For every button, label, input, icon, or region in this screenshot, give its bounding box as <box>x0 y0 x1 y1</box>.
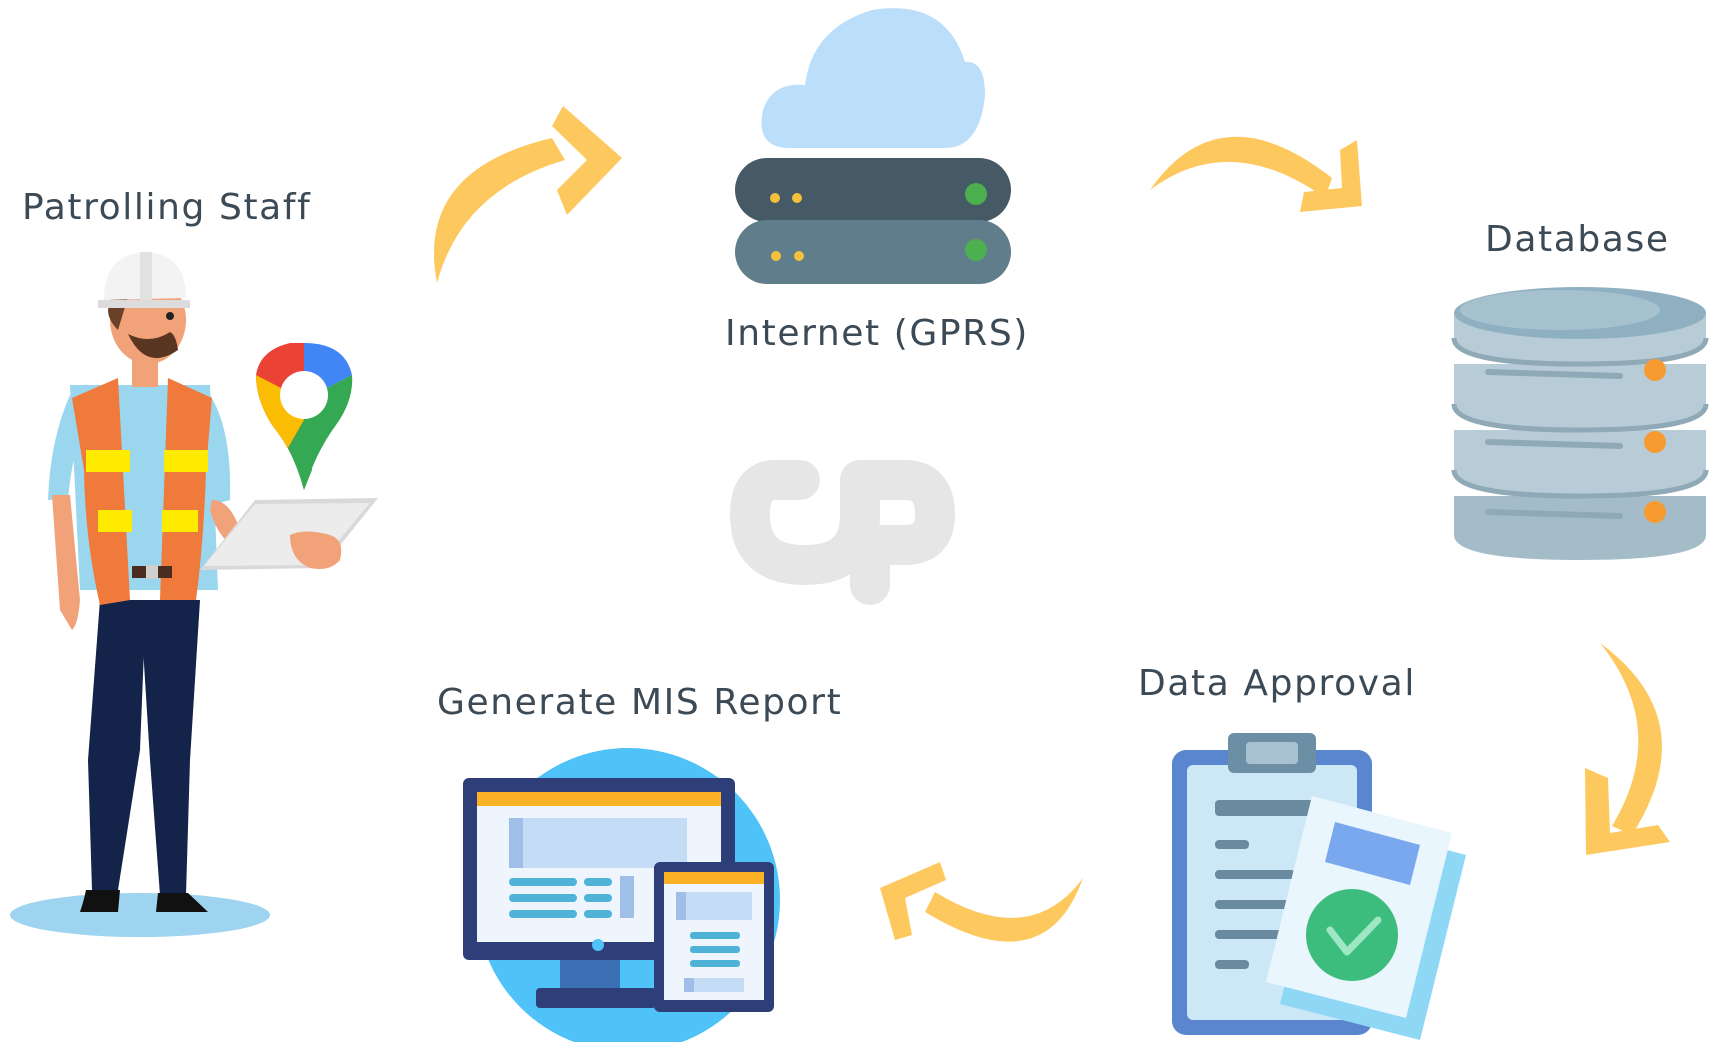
label-patrolling-staff: Patrolling Staff <box>22 187 312 228</box>
label-database: Database <box>1485 219 1670 260</box>
arrow-approval-to-report <box>880 862 1083 942</box>
label-data-approval: Data Approval <box>1138 663 1416 704</box>
arrow-internet-to-database <box>1150 136 1362 212</box>
tablet-icon <box>200 498 378 570</box>
database-icon <box>1451 287 1709 560</box>
label-generate-report: Generate MIS Report <box>437 682 843 723</box>
map-pin-icon <box>256 343 353 490</box>
label-internet: Internet (GPRS) <box>725 313 1029 354</box>
cloud-icon <box>761 8 985 149</box>
arrow-database-to-approval <box>1585 643 1670 855</box>
arrow-staff-to-internet <box>433 106 622 283</box>
patrolling-staff-figure <box>10 252 270 937</box>
report-monitor-icon <box>463 748 780 1042</box>
approved-document-icon <box>1266 796 1466 1040</box>
watermark-logo <box>730 460 955 605</box>
server-icon <box>735 158 1011 284</box>
